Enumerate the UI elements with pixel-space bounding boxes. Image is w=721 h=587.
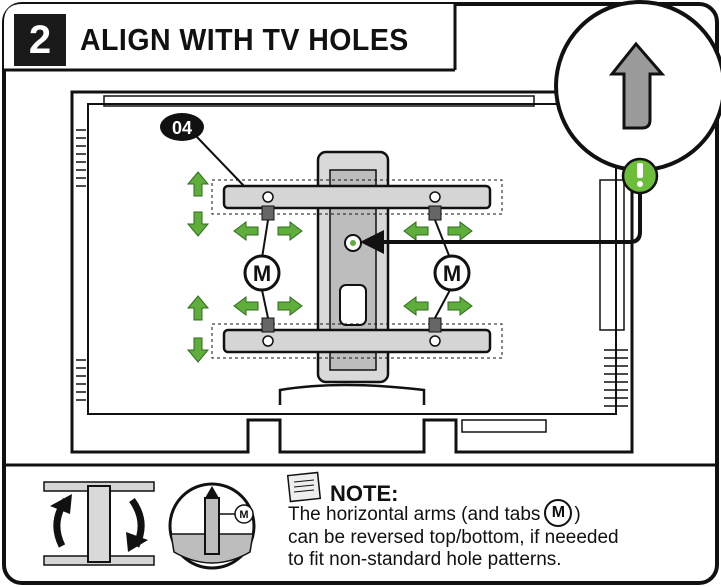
right-arrow-icon — [447, 221, 473, 241]
right-arrow-icon — [277, 221, 303, 241]
top-arm — [211, 179, 503, 221]
rotate-arrows-icon — [43, 481, 155, 566]
down-arrow-icon — [186, 211, 210, 237]
zoom-callout — [554, 0, 721, 172]
right-arrow-icon — [277, 296, 303, 316]
note-line-3: to fit non-standard hole patterns. — [288, 549, 562, 570]
left-arrow-icon — [403, 221, 429, 241]
vent-top — [103, 95, 535, 107]
left-arrow-icon — [403, 296, 429, 316]
bottom-arm — [211, 317, 503, 359]
note-icon — [286, 471, 322, 503]
vent-right — [599, 179, 628, 407]
callout-leader — [360, 180, 642, 254]
part-label-badge: 04 — [160, 113, 204, 141]
note-line-1-text: The horizontal arms (and tabs — [288, 504, 541, 526]
left-arrow-icon — [233, 296, 259, 316]
step-title: ALIGN WITH TV HOLES — [80, 22, 409, 57]
note-line-2: can be reversed top/bottom, if neeeded — [288, 527, 619, 548]
part-label: 04 — [172, 118, 192, 138]
tab-label-left: M — [253, 261, 271, 286]
tab-label-right: M — [443, 261, 461, 286]
left-arrow-icon — [233, 221, 259, 241]
step-number-box — [14, 14, 66, 66]
down-arrow-icon — [186, 337, 210, 363]
tab-detail-label: M — [239, 509, 248, 521]
up-arrow-icon — [186, 171, 210, 197]
tab-badge-left: M — [243, 254, 281, 292]
tab-detail: M — [168, 482, 256, 570]
right-arrow-icon — [447, 296, 473, 316]
tab-badge-inline: M — [544, 499, 573, 527]
step-number: 2 — [28, 17, 52, 62]
tab-badge-right: M — [433, 254, 471, 292]
alert-icon — [621, 157, 659, 195]
note-line-1-close: ) — [574, 504, 581, 526]
vent-left — [76, 129, 86, 401]
hook-icon — [608, 41, 666, 130]
note-heading: NOTE: — [330, 481, 399, 506]
up-arrow-icon — [186, 295, 210, 321]
